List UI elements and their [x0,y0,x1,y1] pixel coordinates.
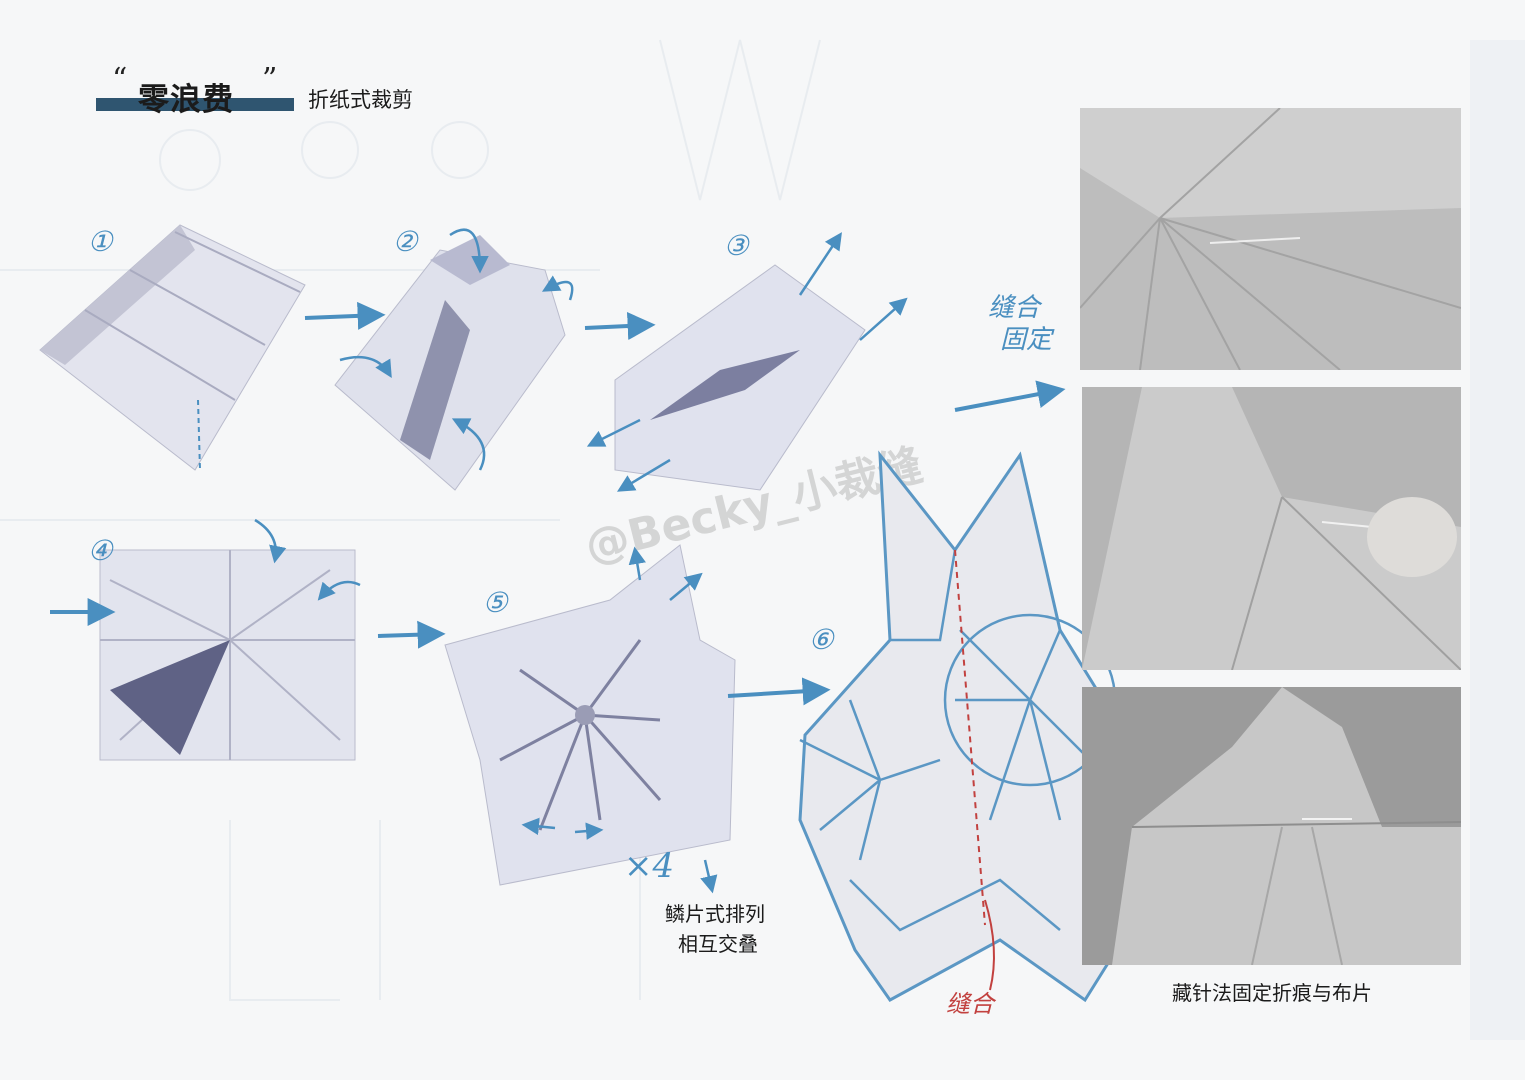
stitch-fix-note-line2: 固定 [1000,325,1053,355]
arrangement-note-line2: 相互交叠 [678,932,758,956]
step4-paper [50,518,361,761]
stitch-photo-2 [1082,387,1461,670]
arrangement-note-line1: 鳞片式排列 [665,902,765,926]
step-number-2: ② [392,225,418,258]
title-quote-close: ” [262,62,278,97]
step-number-1: ① [87,225,113,258]
stitch-photo-3 [1082,687,1461,965]
step5-paper [444,544,736,894]
stitch-fix-note-line1: 缝合 [988,293,1041,323]
step-number-6: ⑥ [808,623,834,656]
step1-paper [39,224,306,471]
multiplier-note: ×4 [624,846,675,886]
stitch-photo-1 [1080,108,1461,370]
step3-paper [586,232,908,492]
step-number-5: ⑤ [482,586,508,619]
step-arrows [304,301,1066,706]
step-number-3: ③ [723,229,749,262]
step6-dress [798,450,1142,1003]
title-underline-bar [96,98,294,111]
seam-note: 缝合 [946,990,994,1018]
title-main-text: 零浪费 [138,82,234,118]
page-title: “ 零浪费 ” 折纸式裁剪 [96,62,456,120]
title-quote-open: “ [112,62,128,97]
photos-caption: 藏针法固定折痕与布片 [1172,981,1372,1005]
title-subtitle: 折纸式裁剪 [308,88,413,112]
step2-paper [334,228,574,491]
step-number-4: ④ [87,534,113,567]
